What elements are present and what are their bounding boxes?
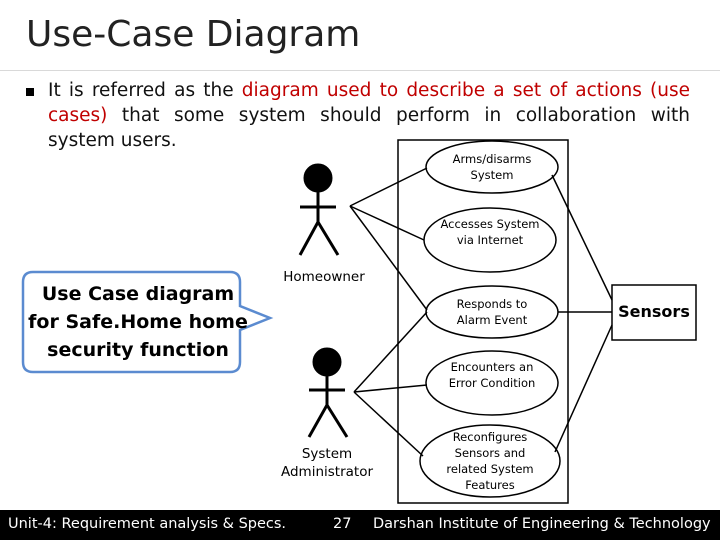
callout-box [21, 270, 274, 374]
system-boundary [397, 139, 569, 504]
use-case-label-accesses: Accesses System via Internet [440, 217, 540, 247]
use-case-label-reconfigures: Reconfigures Sensors and related System … [446, 430, 534, 492]
footer-institute: Darshan Institute of Engineering & Techn… [373, 516, 711, 532]
use-case-ellipse-reconfigures [419, 424, 561, 498]
homeowner-associations [349, 167, 428, 311]
use-case-label-encounters: Encounters an Error Condition [448, 360, 536, 390]
bullet-text-highlight: diagram used to describe a set of action… [48, 80, 690, 126]
bullet-square-icon [26, 88, 34, 96]
sensors-associations [551, 174, 613, 453]
use-case-ellipse-encounters [425, 350, 559, 416]
footer-bar: Unit-4: Requirement analysis & Specs. 27… [0, 510, 720, 540]
title-divider [0, 70, 720, 71]
footer-page-number: 27 [333, 516, 352, 532]
admin-actor-icon [307, 347, 349, 438]
sensors-label: Sensors [618, 302, 690, 321]
admin-label: System Administrator [280, 446, 374, 480]
admin-associations [353, 311, 428, 457]
callout-text: Use Case diagram for Safe.Home home secu… [28, 283, 248, 361]
homeowner-actor-icon [298, 163, 340, 256]
homeowner-label: Homeowner [283, 269, 365, 285]
bullet-text-after: that some system should perform in colla… [48, 105, 690, 151]
use-case-label-responds: Responds to Alarm Event [456, 297, 528, 327]
slide-title: Use-Case Diagram [26, 14, 361, 55]
bullet-text: It is referred as the diagram used to de… [48, 78, 690, 153]
bullet-text-before: It is referred as the [48, 80, 242, 101]
use-case-ellipse-arms [425, 140, 559, 194]
footer-unit: Unit-4: Requirement analysis & Specs. [8, 516, 287, 532]
use-case-label-arms: Arms/disarms System [452, 152, 532, 182]
sensors-box [611, 284, 697, 341]
